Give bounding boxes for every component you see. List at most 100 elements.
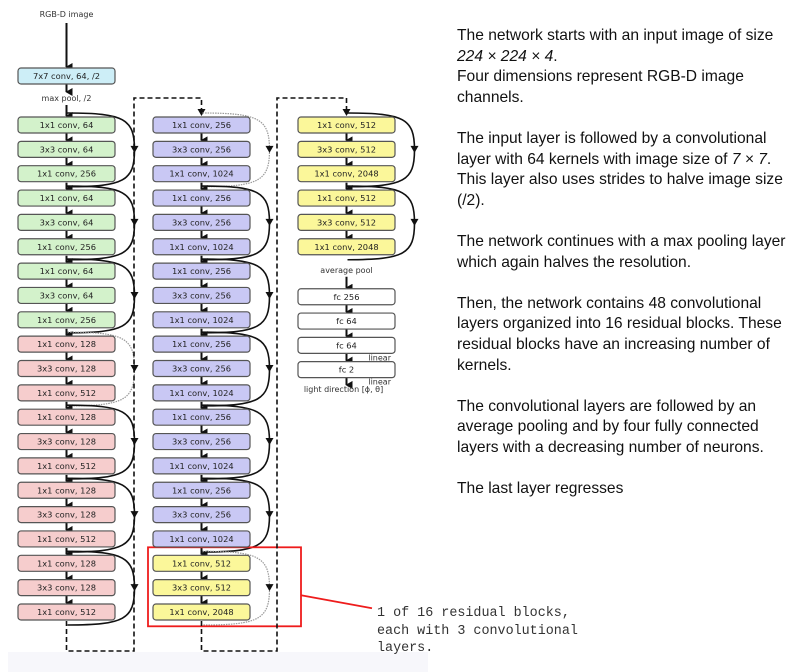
stage3-block1-layer3 [152,165,251,183]
stage2-block1-layer1 [17,335,116,353]
stage1-block3-layer2 [17,286,116,305]
callout-leader-line [300,594,373,610]
stage3-block2-layer3-label: 1x1 conv, 1024 [169,242,233,252]
stage1-block1-layer2 [17,140,116,158]
stage4-cont-block1-layer3-label: 1x1 conv, 2048 [314,169,378,179]
stage2-block2-layer3 [17,457,116,475]
stage3-block4-layer2 [152,359,251,378]
stage3-block4-layer3-label: 1x1 conv, 1024 [169,388,233,398]
stage2-block1-layer1-label: 1x1 conv, 128 [37,339,96,349]
explanation-text: The network starts with an input image o… [457,26,797,520]
skip-arrowhead [265,584,274,592]
stage1-block1-layer1 [17,116,116,134]
stage3-block5-layer3 [152,457,251,475]
skip-arrowhead [265,145,274,153]
explanation-paragraph-fc: The convolutional layers are followed by… [457,397,764,456]
stage1-block1-layer2-label: 3x3 conv, 64 [40,144,94,154]
fc-layer-2-label: fc 64 [336,316,357,326]
average-pool-label: average pool [320,266,372,275]
skip-arrowhead [410,145,419,153]
stage4-block1-layer2 [152,579,251,597]
fc-layer-1 [297,288,396,306]
stage2-block1-layer3 [17,384,116,402]
stage2-block1-layer2 [17,359,116,378]
stage1-block3-layer1-label: 1x1 conv, 64 [40,266,94,276]
skip-arrowhead [130,291,139,299]
skip-arrowhead [130,218,139,226]
stage1-block1-layer3-label: 1x1 conv, 256 [37,169,96,179]
stem-conv-box [17,67,116,85]
stage2-block1-layer3-label: 1x1 conv, 512 [37,388,96,398]
stage3-block5-layer2 [152,432,251,451]
explanation-paragraph-output: The last layer regresses [457,480,624,498]
skip-arrowhead [130,145,139,153]
explanation-paragraph-maxpool: The network continues with a max pooling… [457,232,786,271]
stage1-block2-layer1 [17,189,116,207]
stage2-block4-layer1-label: 1x1 conv, 128 [37,558,96,568]
explanation-paragraph-stem: The input layer is followed by a convolu… [457,129,783,209]
stage3-block6-layer1 [152,481,251,499]
max-pool-label: max pool, /2 [42,94,92,103]
stage1-block3-layer1 [17,262,116,280]
fc-layer-2 [297,312,396,330]
stage4-cont-block2-layer3 [297,238,396,256]
stage4-cont-block2-layer3-label: 1x1 conv, 2048 [314,242,378,252]
stage2-block3-layer2 [17,506,116,524]
stage2-block3-layer3 [17,530,116,548]
stage4-cont-block1-layer2 [297,140,396,158]
connector-arrowhead [197,109,206,116]
stage3-block1-layer1-label: 1x1 conv, 256 [172,120,231,130]
linear-activation-label: linear [368,353,391,362]
stage3-block3-layer1 [152,262,251,280]
skip-arrowhead [265,438,274,446]
fc-layer-4 [297,361,396,379]
stage2-block4-layer3 [17,603,116,621]
output-label: light direction [ϕ, θ] [304,385,383,394]
stage3-block5-layer3-label: 1x1 conv, 1024 [169,461,233,471]
stage4-block1-layer1-label: 1x1 conv, 512 [172,558,231,568]
skip-arrowhead [265,511,274,519]
stage1-block2-layer3 [17,238,116,256]
stage4-cont-block2-layer1-label: 1x1 conv, 512 [317,193,376,203]
stage4-cont-block2-layer2-label: 3x3 conv, 512 [317,217,376,227]
fc-layer-3-label: fc 64 [336,340,357,350]
stage3-block6-layer1-label: 1x1 conv, 256 [172,485,231,495]
stage3-block6-layer2-label: 3x3 conv, 256 [172,510,231,520]
stem-conv-box-label: 7x7 conv, 64, /2 [33,71,100,81]
connector-arrowhead [342,109,351,116]
column-connector-1-2 [65,97,203,652]
stage3-block6-layer3 [152,530,251,548]
stage3-block1-layer1 [152,116,251,134]
stage3-block3-layer2 [152,286,251,305]
stage1-block3-layer2-label: 3x3 conv, 64 [40,290,94,300]
stage3-block4-layer1-label: 1x1 conv, 256 [172,339,231,349]
fc-layer-1-label: fc 256 [334,292,360,302]
stage4-block1-layer1 [152,554,251,572]
stage2-block2-layer2-label: 3x3 conv, 128 [37,437,96,447]
stage4-cont-block1-layer1-label: 1x1 conv, 512 [317,120,376,130]
stage4-block1-layer3 [152,603,251,621]
stage4-block1-layer3-label: 1x1 conv, 2048 [169,607,233,617]
skip-arrowhead [265,365,274,372]
stage3-block2-layer3 [152,238,251,256]
stage3-block6-layer2 [152,506,251,524]
stage3-block4-layer3 [152,384,251,402]
stage1-block2-layer1-label: 1x1 conv, 64 [40,193,94,203]
stage2-block2-layer1-label: 1x1 conv, 128 [37,412,96,422]
column-connector-2-3 [200,97,348,652]
stage1-block1-layer3 [17,165,116,183]
stage3-block2-layer2 [152,213,251,231]
stage2-block4-layer3-label: 1x1 conv, 512 [37,607,96,617]
stage4-cont-block1-layer1 [297,116,396,134]
skip-arrowhead [265,291,274,299]
stage2-block2-layer1 [17,408,116,426]
stage2-block3-layer1-label: 1x1 conv, 128 [37,485,96,495]
stage3-block4-layer2-label: 3x3 conv, 256 [172,364,231,374]
stage4-cont-block1-layer3 [297,165,396,183]
stage3-block5-layer1-label: 1x1 conv, 256 [172,412,231,422]
stage2-block1-layer2-label: 3x3 conv, 128 [37,364,96,374]
stage1-block2-layer2-label: 3x3 conv, 64 [40,217,94,227]
stage2-block2-layer2 [17,432,116,451]
stage3-block3-layer3-label: 1x1 conv, 1024 [169,315,233,325]
